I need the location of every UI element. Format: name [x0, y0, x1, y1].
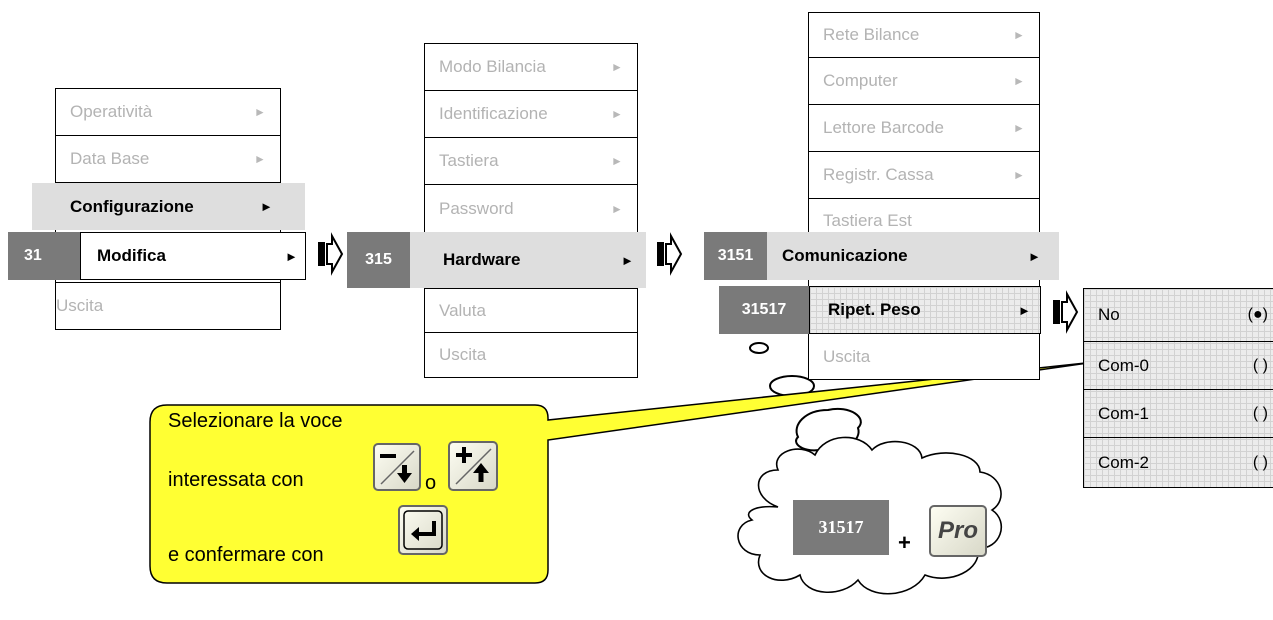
menu-code-3151: 3151 — [704, 232, 767, 280]
submenu-arrow-icon: ► — [1013, 121, 1025, 135]
submenu-arrow-icon: ► — [611, 107, 623, 121]
submenu-arrow-icon: ► — [611, 201, 623, 216]
menu-item-uscita[interactable]: Uscita — [56, 282, 280, 329]
submenu-arrow-icon: ► — [254, 105, 266, 119]
callout-or: o — [425, 472, 437, 494]
submenu-arrow-icon: ► — [1013, 28, 1025, 42]
pointer-arrow-3 — [1053, 290, 1079, 334]
menu-item-computer[interactable]: Computer ► — [809, 58, 1039, 105]
option-com-1[interactable]: Com-1 ( ) — [1084, 390, 1273, 438]
option-no[interactable]: No (●) — [1084, 289, 1273, 342]
shortcut-code: 31517 — [793, 500, 889, 555]
submenu-arrow-icon: ► — [1018, 302, 1031, 318]
config-menu: Modo Bilancia ► Identificazione ► Tastie… — [424, 43, 638, 378]
thought-bubble-small — [749, 342, 769, 354]
menu-item-configurazione[interactable]: Configurazione ► — [32, 183, 305, 230]
menu-item-valuta[interactable]: Valuta — [425, 288, 637, 333]
menu-code-315: 315 — [347, 232, 410, 288]
submenu-arrow-icon: ► — [621, 252, 634, 268]
menu-item-identificazione[interactable]: Identificazione ► — [425, 91, 637, 138]
menu-item-ripet-peso[interactable]: Ripet. Peso ► — [809, 286, 1041, 334]
radio-empty-icon: ( ) — [1252, 453, 1268, 471]
submenu-arrow-icon: ► — [1013, 74, 1025, 88]
shortcut-plus: + — [898, 530, 911, 555]
callout-shape — [149, 361, 1096, 584]
menu-item-lettore-barcode[interactable]: Lettore Barcode ► — [809, 105, 1039, 152]
menu-code-31517: 31517 — [719, 286, 809, 334]
menu-item-operativita[interactable]: Operatività ► — [56, 89, 280, 136]
plus-up-key-icon — [448, 441, 498, 491]
submenu-arrow-icon: ► — [260, 199, 273, 214]
radio-empty-icon: ( ) — [1252, 356, 1268, 374]
menu-code-31: 31 — [8, 232, 80, 280]
submenu-arrow-icon: ► — [1028, 248, 1041, 264]
menu-item-comunicazione[interactable]: Comunicazione ► — [767, 232, 1059, 280]
enter-key-icon — [398, 505, 448, 555]
menu-item-registr-cassa[interactable]: Registr. Cassa ► — [809, 152, 1039, 199]
menu-item-rete-bilance[interactable]: Rete Bilance ► — [809, 13, 1039, 58]
submenu-arrow-icon: ► — [254, 152, 266, 166]
submenu-arrow-icon: ► — [611, 154, 623, 168]
menu-item-uscita[interactable]: Uscita — [439, 345, 487, 364]
callout-line-1: Selezionare la voce — [168, 410, 343, 432]
menu-item-modifica[interactable]: Modifica ► — [80, 232, 306, 280]
radio-empty-icon: ( ) — [1252, 404, 1268, 422]
menu-item-password[interactable]: Password ► — [425, 185, 637, 232]
callout-line-2: interessata con — [168, 469, 304, 491]
submenu-arrow-icon: ► — [611, 60, 623, 74]
menu-item-data-base[interactable]: Data Base ► — [56, 136, 280, 183]
submenu-arrow-icon: ► — [285, 248, 298, 264]
menu-item-modo-bilancia[interactable]: Modo Bilancia ► — [425, 44, 637, 91]
menu-item-uscita[interactable]: Uscita — [809, 333, 1039, 379]
pointer-arrow-1 — [318, 232, 344, 276]
options-menu: No (●) Com-0 ( ) Com-1 ( ) Com-2 ( ) — [1083, 288, 1273, 488]
minus-down-key-icon — [373, 443, 421, 491]
option-com-2[interactable]: Com-2 ( ) — [1098, 452, 1268, 472]
menu-item-tastiera[interactable]: Tastiera ► — [425, 138, 637, 185]
menu-item-hardware[interactable]: Hardware ► — [410, 232, 646, 288]
option-com-0[interactable]: Com-0 ( ) — [1084, 342, 1273, 390]
radio-selected-icon: (●) — [1247, 306, 1268, 323]
callout-line-3: e confermare con — [168, 544, 324, 566]
pro-key-icon: Pro — [929, 505, 987, 557]
pointer-arrow-2 — [657, 232, 683, 276]
submenu-arrow-icon: ► — [1013, 168, 1025, 182]
menu-item-tastiera-est[interactable]: Tastiera Est — [823, 211, 912, 230]
